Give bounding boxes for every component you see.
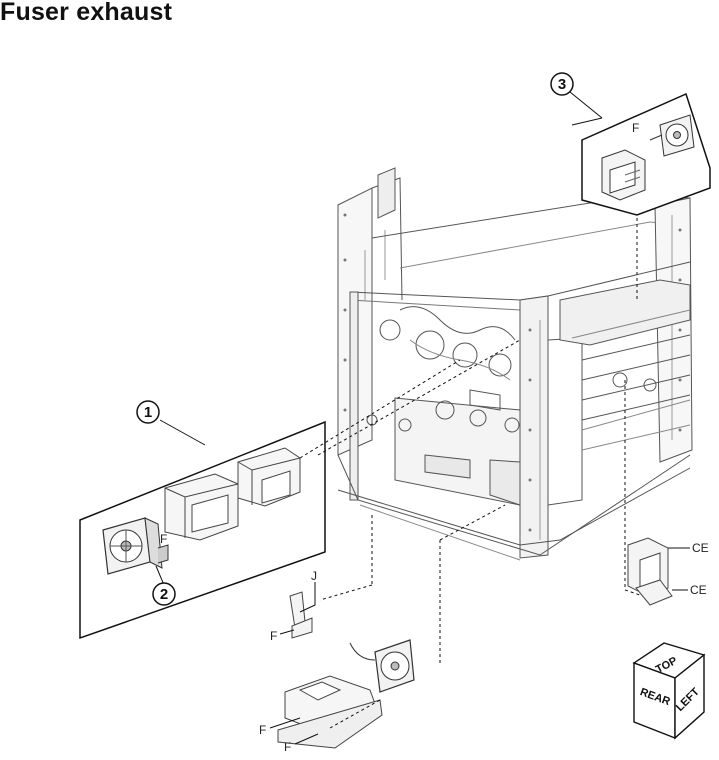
label-ce-2: CE	[690, 583, 707, 597]
label-f-top: F	[632, 121, 639, 135]
lower-duct	[277, 675, 383, 749]
orientation-cube: TOP REAR LEFT	[632, 642, 706, 740]
fan-lower	[349, 639, 415, 693]
ce-part	[627, 537, 673, 606]
svg-text:1: 1	[144, 404, 152, 421]
fan-left	[102, 517, 169, 575]
fan-top-bracket	[601, 149, 646, 201]
label-f-duct-2: F	[284, 740, 291, 754]
lower-leaders	[269, 504, 506, 745]
callout-3: 3	[550, 72, 603, 119]
exhaust-duct-front	[164, 473, 239, 541]
svg-text:2: 2	[160, 586, 168, 603]
callout-1: 1	[136, 400, 160, 424]
page-title: Fuser exhaust	[0, 0, 173, 26]
label-f-duct-1: F	[259, 723, 266, 737]
bracket-j-leaders	[279, 515, 373, 635]
leader-lines	[155, 117, 638, 586]
bracket-j	[289, 591, 313, 639]
label-ce-1: CE	[692, 541, 709, 555]
fan-top	[649, 114, 695, 157]
label-j: J	[311, 569, 317, 583]
callout-box-3	[581, 92, 711, 216]
svg-text:3: 3	[558, 76, 566, 93]
printer-frame	[337, 167, 693, 561]
ce-leaders	[624, 380, 690, 596]
label-f-bracket: F	[270, 629, 277, 643]
callout-2: 2	[152, 582, 176, 606]
label-f-fan: F	[160, 532, 167, 546]
